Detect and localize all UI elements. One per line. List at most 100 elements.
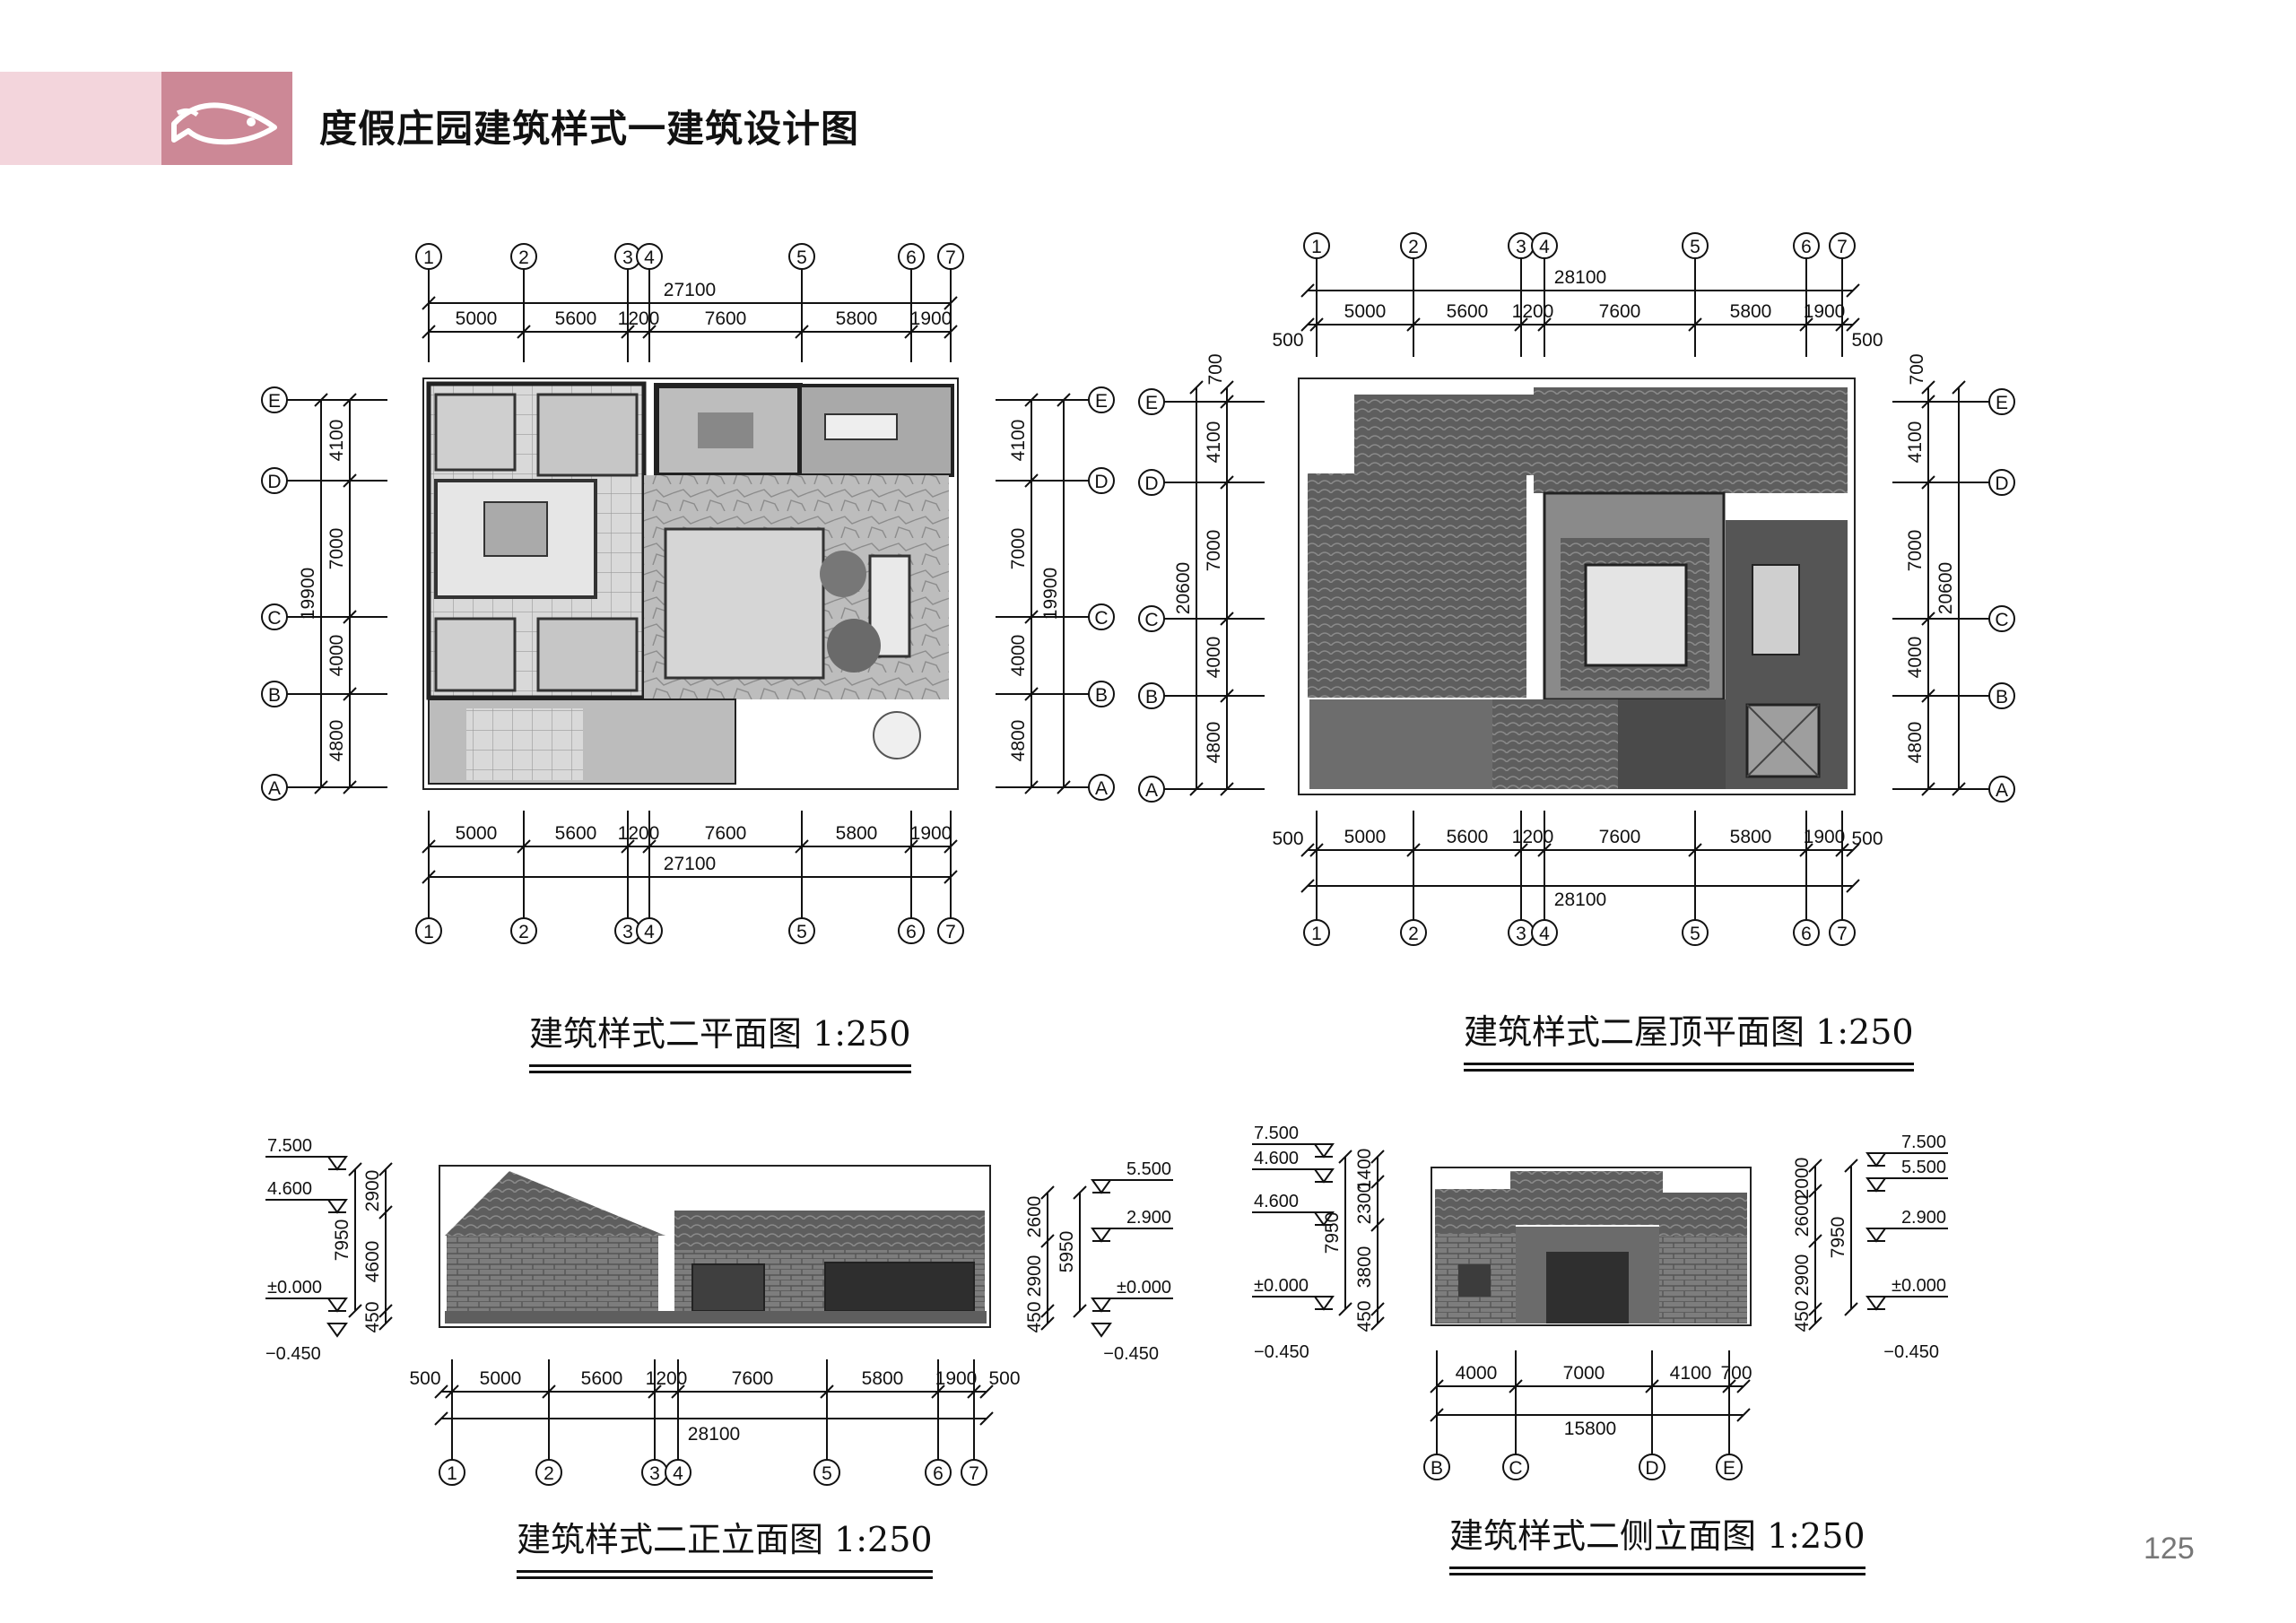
front-dim-label: 5600 (581, 1368, 623, 1389)
plan-table (698, 412, 753, 448)
roof-dim-bottom-label: 7600 (1599, 827, 1641, 847)
roof-dim-bottom-total-tick (1846, 879, 1860, 893)
roof-dim-top-label: 5600 (1447, 301, 1489, 322)
front-level-left-3-marker (326, 1298, 348, 1313)
roof-overhang-bottom-right: 500 (1851, 829, 1883, 849)
roof-dim-right-label: 7000 (1905, 530, 1926, 572)
front-door-left (691, 1263, 765, 1312)
roof-dim-left-label: 4100 (1204, 421, 1224, 464)
front-dim-levels-left-total-tick (348, 1304, 362, 1318)
side-dim-levels-left-tick (1370, 1150, 1385, 1164)
front-overhang-left: 500 (409, 1368, 440, 1389)
plan-axis-bottom-6: 6 (906, 922, 917, 942)
roof-east-pool (1752, 564, 1800, 655)
roof-dim-bottom-tick (1309, 843, 1324, 857)
roof-dim-right-label: 4000 (1905, 637, 1926, 679)
roof-dim-left-total-tick (1189, 380, 1204, 395)
front-dim-levels-left-tick (378, 1304, 393, 1318)
plan-dim-top-total-label: 27100 (664, 280, 716, 300)
plan-dim-right-label: 7000 (1008, 528, 1029, 570)
front-dim-tick (931, 1384, 945, 1399)
plan-dim-bottom-tick (642, 839, 657, 854)
front-axis-5: 5 (822, 1463, 832, 1484)
front-axis-2: 2 (544, 1463, 554, 1484)
plan-dim-top-tick (621, 325, 635, 339)
front-dim-levels-left-label: 450 (362, 1301, 383, 1332)
side-dim-levels-right-label: 2900 (1792, 1254, 1813, 1297)
plan-dim-right-total-tick (1057, 393, 1071, 407)
plan-bedroom-south (434, 617, 517, 692)
side-level-right-4-marker (1866, 1296, 1887, 1311)
roof-drawing (1298, 378, 1856, 795)
roof-axis-bottom-1: 1 (1311, 924, 1322, 944)
logo-tile (161, 72, 292, 165)
front-gable-roof (445, 1171, 665, 1236)
roof-dim-left-tick (1220, 612, 1234, 626)
roof-dim-bottom-label: 5000 (1344, 827, 1387, 847)
roof-dim-top-tick (1537, 317, 1552, 332)
front-level-left-3: ±0.000 (267, 1278, 322, 1298)
roof-dim-top-tick (1835, 317, 1849, 332)
plan-dim-right-total-tick (1057, 780, 1071, 794)
front-dim-tick (979, 1384, 994, 1399)
side-level-right-3: 2.900 (1901, 1208, 1946, 1228)
roof-skylight (1584, 563, 1688, 667)
page-number: 125 (2144, 1532, 2195, 1566)
front-axis-1: 1 (447, 1463, 457, 1484)
front-gable-wall (447, 1236, 658, 1311)
side-level-left-1: 7.500 (1254, 1124, 1299, 1143)
front-dim-total-tick (434, 1411, 448, 1426)
side-dim-label: 4000 (1456, 1363, 1498, 1384)
plan-dim-left-tick (343, 473, 357, 488)
plan-dim-top-label: 5600 (555, 308, 597, 329)
plan-dim-left-tick (343, 780, 357, 794)
plan-axis-right-E: E (1095, 391, 1108, 412)
roof-dim-top-tick (1846, 317, 1860, 332)
plan-axis-top-2: 2 (518, 247, 529, 268)
roof-axis-bottom-7: 7 (1837, 924, 1848, 944)
plan-dim-top-tick (795, 325, 809, 339)
front-level-right-3-marker (1091, 1298, 1112, 1313)
side-dim-levels-left-label: 1400 (1354, 1149, 1375, 1191)
roof-axis-right-E: E (1996, 393, 2008, 413)
side-dim-levels-left-total-tick (1338, 1302, 1352, 1316)
plan-dim-right-tick (1024, 780, 1039, 794)
side-right-wall (1659, 1236, 1747, 1324)
plan-dim-left-total-tick (314, 393, 328, 407)
side-dim-label: 4100 (1670, 1363, 1712, 1384)
roof-dim-right-tick (1921, 395, 1935, 409)
roof-dim-top-label: 1200 (1512, 301, 1554, 322)
side-dim-levels-right-label: 450 (1792, 1300, 1813, 1332)
front-dim-tick (445, 1384, 459, 1399)
side-dim-levels-right-total-tick (1844, 1302, 1858, 1316)
roof-south-porch (1309, 699, 1492, 789)
side-dim-tick (1509, 1379, 1523, 1393)
side-dim-levels-left-label: 450 (1354, 1300, 1375, 1332)
plan-tree-2 (827, 619, 881, 673)
plan-dim-bottom-label: 1200 (618, 823, 660, 844)
roof-axis-left-B: B (1145, 687, 1158, 707)
side-level-right-3-marker (1866, 1228, 1887, 1243)
roof-axis-top-6: 6 (1801, 237, 1812, 257)
side-dim-levels-right-total-tick (1844, 1159, 1858, 1173)
plan-bath-south (536, 617, 639, 692)
roof-axis-bottom-3: 3 (1516, 924, 1526, 944)
front-dim-levels-left-label: 4600 (362, 1241, 383, 1283)
plan-dim-bottom-tick (517, 839, 531, 854)
roof-dim-right-tick (1921, 782, 1935, 796)
front-level-right-1-marker (1091, 1179, 1112, 1194)
roof-south-tile (1492, 699, 1618, 789)
roof-dim-left-total-label: 20600 (1173, 562, 1194, 614)
roof-dim-bottom-label: 1200 (1512, 827, 1554, 847)
plan-dim-right-tick (1024, 393, 1039, 407)
front-axis-4: 4 (673, 1463, 683, 1484)
roof-dim-top-tick (1300, 317, 1315, 332)
front-dim-label: 5800 (862, 1368, 904, 1389)
front-plinth (445, 1311, 987, 1324)
front-dim-levels-right-label: 2600 (1024, 1196, 1045, 1238)
plan-dim-left-label: 4100 (326, 420, 347, 462)
side-dim-levels-right-tick (1808, 1234, 1822, 1248)
plan-dim-left-total-label: 19900 (298, 568, 318, 620)
roof-dim-left-label: 7000 (1204, 530, 1224, 572)
